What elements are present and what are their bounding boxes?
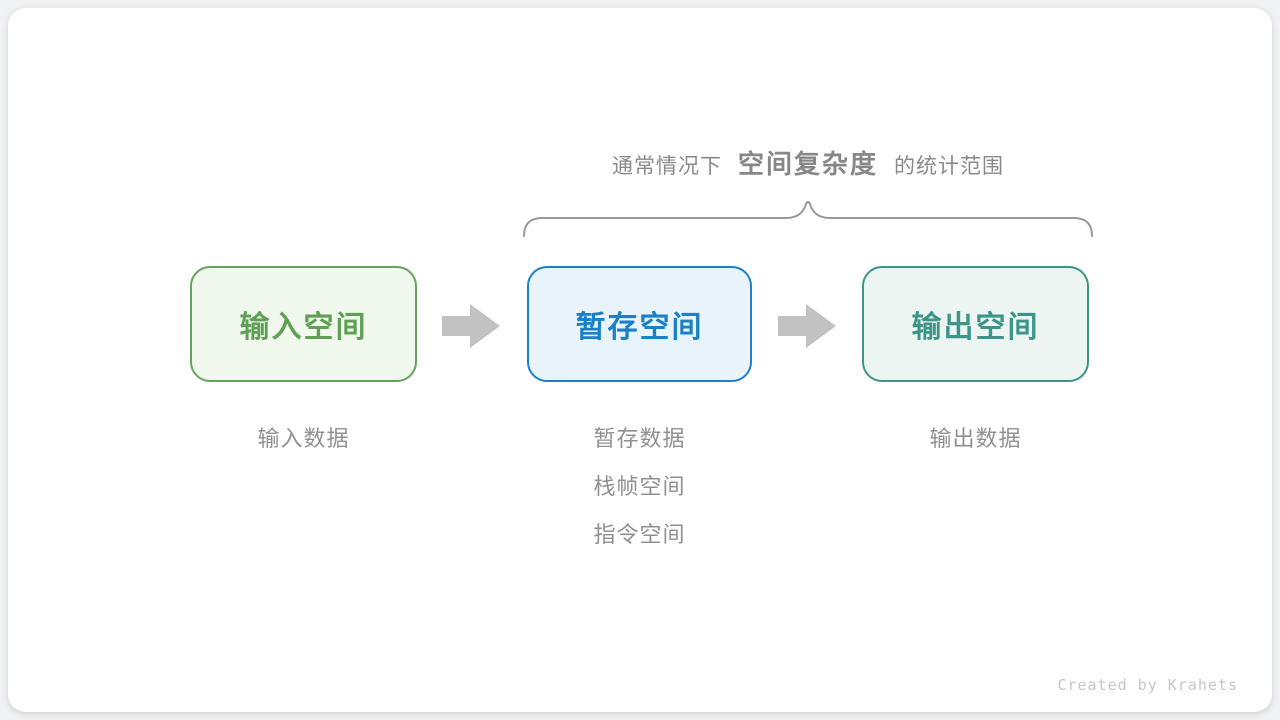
box-input-space: 输入空间	[190, 266, 417, 382]
note-input-space: 输入数据	[190, 415, 417, 463]
credit-text: Created by Krahets	[1057, 676, 1238, 694]
caption-highlight: 空间复杂度	[737, 149, 878, 179]
arrow-right-icon	[442, 304, 500, 348]
curly-brace	[523, 201, 1093, 237]
note-line: 指令空间	[593, 522, 686, 547]
box-output-space-label: 输出空间	[911, 311, 1040, 344]
box-temp-space: 暂存空间	[527, 266, 752, 382]
box-input-space-label: 输入空间	[239, 311, 368, 344]
note-output-space: 输出数据	[862, 415, 1089, 463]
note-line: 输入数据	[257, 426, 350, 451]
note-line: 栈帧空间	[593, 474, 686, 499]
note-line: 暂存数据	[593, 426, 686, 451]
caption-prefix: 通常情况下	[611, 155, 722, 178]
caption-suffix: 的统计范围	[894, 155, 1004, 178]
brace-caption: 通常情况下 空间复杂度 的统计范围	[523, 144, 1093, 184]
note-temp-space: 暂存数据 栈帧空间 指令空间	[527, 415, 752, 559]
arrow-right-icon	[778, 304, 836, 348]
box-output-space: 输出空间	[862, 266, 1089, 382]
note-line: 输出数据	[929, 426, 1022, 451]
box-temp-space-label: 暂存空间	[575, 311, 704, 344]
